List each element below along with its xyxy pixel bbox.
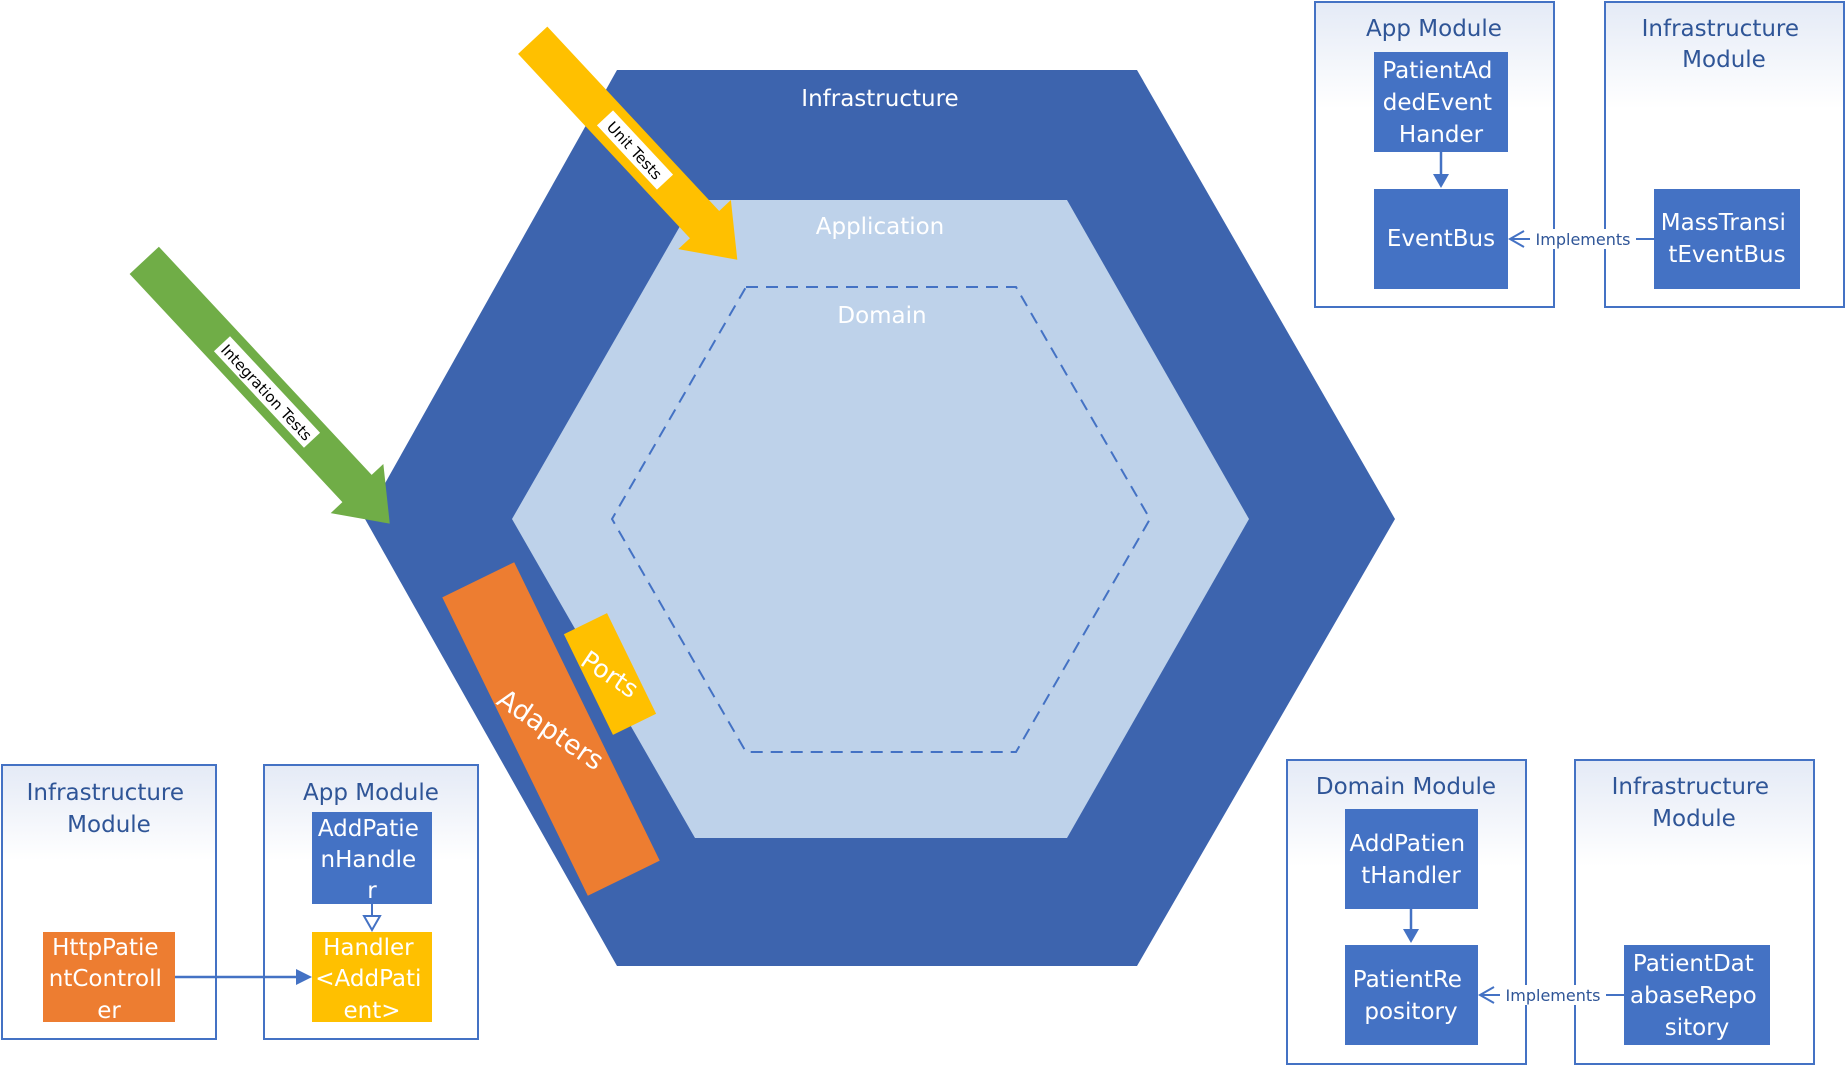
eventbus-label: EventBus bbox=[1387, 226, 1495, 252]
bottom-left-group: Infrastructure Module HttpPatie ntContro… bbox=[1, 764, 479, 1040]
inherits-arrowhead bbox=[362, 915, 382, 933]
infrastructure-label: Infrastructure bbox=[801, 86, 958, 112]
domain-label: Domain bbox=[837, 303, 926, 329]
implements-label: Implements bbox=[1506, 986, 1601, 1005]
top-right-group: App Module PatientAd dedEvent Hander Eve… bbox=[1314, 1, 1845, 308]
integration-tests-arrow: Integration Tests bbox=[129, 246, 390, 524]
eventbus-box bbox=[1374, 189, 1508, 289]
implements-arrowhead bbox=[1477, 986, 1495, 1004]
patient-repository-label: PatientRe pository bbox=[1353, 967, 1470, 1025]
hexagon: Infrastructure Application Domain Adapte… bbox=[365, 70, 1395, 966]
bl-app-module-title: App Module bbox=[303, 780, 439, 806]
patient-added-event-handler-label: PatientAd dedEvent Hander bbox=[1382, 58, 1499, 148]
handler-addpatient-label: Handler <AddPati ent> bbox=[315, 935, 428, 1024]
addpatient-handler-label: AddPatien tHandler bbox=[1350, 831, 1473, 889]
http-patient-controller-box bbox=[43, 932, 175, 1022]
add-patient-handler-box bbox=[312, 812, 432, 904]
uses-arrowhead bbox=[296, 969, 312, 985]
application-layer bbox=[512, 200, 1249, 838]
domain-module-title: Domain Module bbox=[1316, 774, 1496, 800]
implements-arrowhead bbox=[1507, 230, 1525, 248]
infra-module-title: Infrastructure Module bbox=[1642, 16, 1807, 73]
br-infra-module-title: Infrastructure Module bbox=[1612, 774, 1777, 832]
integration-tests-label: Integration Tests bbox=[217, 341, 315, 445]
arrowhead bbox=[1403, 929, 1419, 943]
handler-addpatient-box bbox=[312, 932, 432, 1022]
patient-database-repository-label: PatientDat abaseRepo sitory bbox=[1630, 951, 1764, 1041]
arrowhead bbox=[1433, 174, 1449, 188]
bl-infra-module-title: Infrastructure Module bbox=[27, 780, 192, 838]
patient-added-event-handler-box bbox=[1374, 52, 1508, 152]
patient-repository-box bbox=[1345, 945, 1478, 1045]
bottom-right-group: Domain Module AddPatien tHandler Patient… bbox=[1286, 759, 1815, 1065]
patient-database-repository-box bbox=[1624, 945, 1770, 1045]
application-label: Application bbox=[816, 214, 945, 240]
masstransit-eventbus-label: MassTransi tEventBus bbox=[1661, 210, 1793, 268]
http-patient-controller-label: HttpPatie ntControll er bbox=[49, 935, 169, 1024]
addpatient-handler-box bbox=[1345, 809, 1478, 909]
masstransit-eventbus-box bbox=[1654, 189, 1800, 289]
app-module-title: App Module bbox=[1366, 16, 1502, 42]
domain-boundary bbox=[610, 286, 1152, 753]
implements-label: Implements bbox=[1536, 230, 1631, 249]
add-patient-handler-label: AddPatie nHandle r bbox=[318, 816, 426, 904]
